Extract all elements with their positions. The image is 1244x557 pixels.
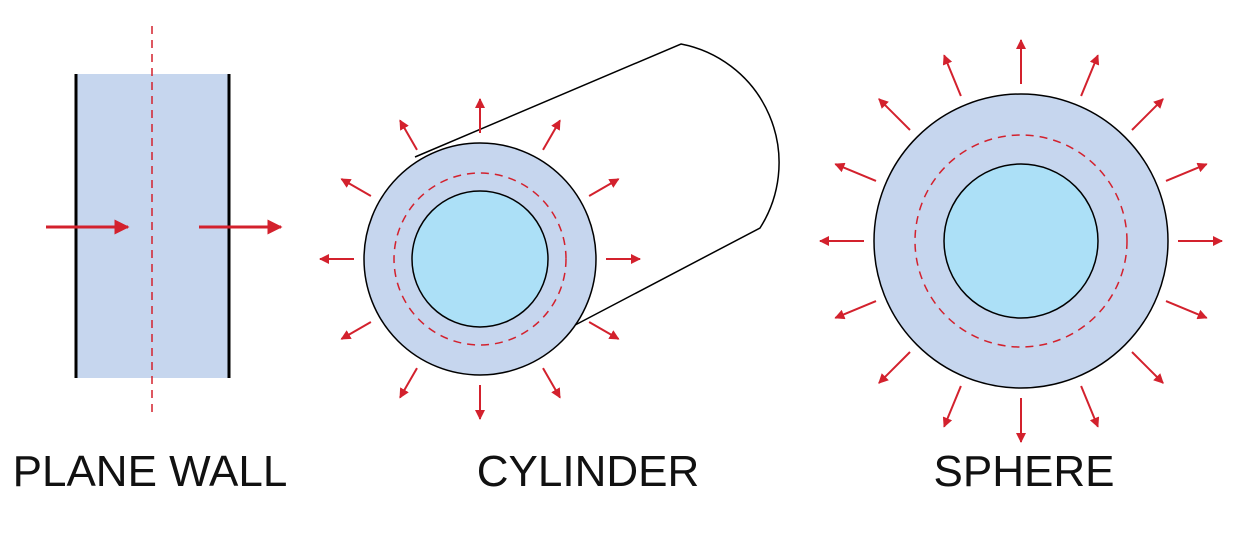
sphere-radial-arrow-14 — [834, 162, 877, 182]
sphere-inner-cavity — [943, 163, 1099, 319]
cylinder-radial-arrow-3 — [588, 178, 620, 197]
sphere-radial-arrow-15 — [878, 98, 911, 131]
sphere-radial-arrow-11 — [878, 351, 911, 384]
plane-wall-figure — [46, 26, 283, 416]
sphere-radial-arrow-8 — [1080, 385, 1100, 428]
cylinder-radial-arrow-2 — [542, 119, 561, 151]
sphere-radial-arrow-12 — [834, 300, 877, 320]
cylinder-inner-bore — [411, 190, 549, 328]
sphere-radial-arrow-16 — [942, 54, 962, 97]
cylinder-radial-arrow-12 — [399, 119, 418, 151]
sphere-dashed-midline — [914, 134, 1128, 348]
sphere-radial-arrows — [819, 39, 1223, 443]
sphere-radial-arrow-6 — [1165, 300, 1208, 320]
sphere-label: SPHERE — [933, 447, 1115, 496]
plane-wall-label: PLANE WALL — [12, 447, 288, 496]
sphere-radial-arrow-7 — [1131, 351, 1164, 384]
cylinder-radial-arrow-8 — [399, 367, 418, 399]
cylinder-figure — [319, 43, 780, 420]
sphere-radial-arrow-2 — [1080, 54, 1100, 97]
sphere-radial-arrow-4 — [1165, 162, 1208, 182]
cylinder-radial-arrow-6 — [542, 367, 561, 399]
sphere-radial-arrow-3 — [1131, 98, 1164, 131]
cylinder-radial-arrow-9 — [340, 321, 372, 340]
cylinder-dashed-midline — [393, 172, 567, 346]
cylinder-body-outline — [414, 43, 780, 356]
cylinder-label: CYLINDER — [476, 447, 700, 496]
sphere-radial-arrow-10 — [942, 385, 962, 428]
cylinder-radial-arrow-11 — [340, 178, 372, 197]
cylinder-radial-arrow-5 — [588, 321, 620, 340]
sphere-figure — [819, 39, 1223, 443]
cylinder-radial-arrows — [319, 98, 641, 420]
